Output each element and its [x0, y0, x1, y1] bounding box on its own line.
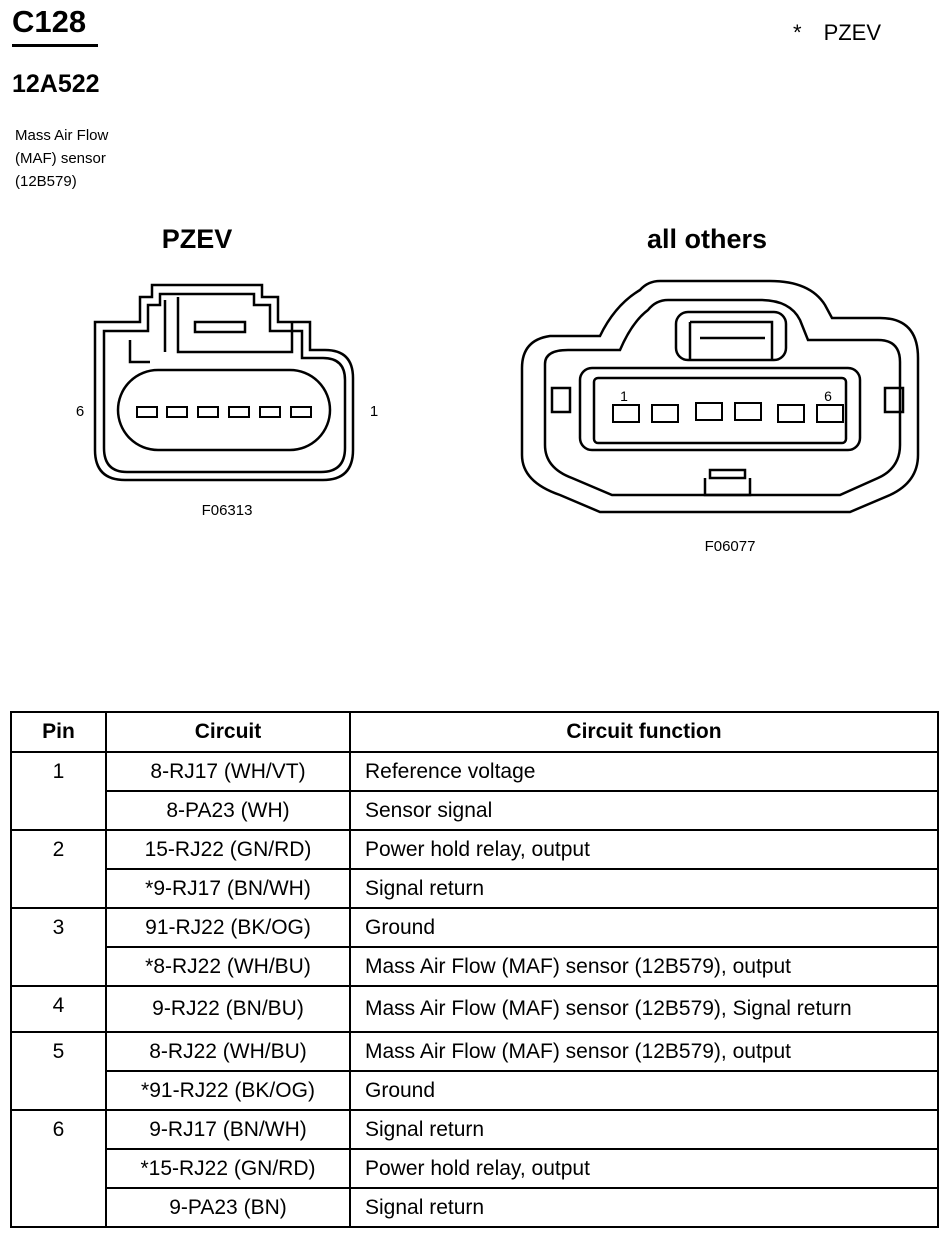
table-row: 9-PA23 (BN) Signal return — [11, 1187, 939, 1228]
circuit-function: Ground — [349, 1070, 939, 1111]
pzev-outer-housing — [93, 283, 355, 482]
description-line: Mass Air Flow — [15, 127, 109, 144]
description-line: (MAF) sensor — [15, 150, 106, 167]
pin-number: 4 — [10, 985, 107, 1033]
table-header-row: Pin Circuit Circuit function — [10, 711, 939, 753]
pin-slot — [651, 404, 679, 423]
connector-id: C128 — [12, 4, 87, 39]
pzev-pins — [136, 406, 312, 418]
table-row: *9-RJ17 (BN/WH) Signal return — [11, 868, 939, 909]
all-others-inner-housing — [543, 298, 902, 497]
circuit: 9-RJ17 (BN/WH) — [105, 1109, 351, 1150]
header-circuit: Circuit — [105, 711, 351, 753]
legend: * PZEV — [793, 20, 881, 46]
table-row: 1 8-RJ17 (WH/VT) Reference voltage — [10, 751, 939, 831]
circuit-function: Signal return — [349, 868, 939, 909]
all-others-title: all others — [647, 224, 767, 254]
circuit-function: Ground — [349, 907, 939, 948]
connector-diagrams: PZEV 6 1 F06313 all others — [76, 224, 920, 555]
pin-slot — [290, 406, 312, 418]
pzev-pin-cavity — [116, 368, 332, 452]
pin-slot — [777, 404, 805, 423]
circuit: 9-PA23 (BN) — [105, 1187, 351, 1228]
circuit-function: Power hold relay, output — [349, 829, 939, 870]
all-others-side-tab-left — [550, 386, 572, 414]
pin-slot — [259, 406, 281, 418]
all-others-side-tab-right — [883, 386, 905, 414]
table-row: 8-PA23 (WH) Sensor signal — [11, 790, 939, 831]
pin-number: 3 — [10, 907, 107, 987]
connector-id-underline — [12, 44, 98, 47]
circuit: 9-RJ22 (BN/BU) — [105, 985, 351, 1033]
pin-number: 1 — [10, 751, 107, 831]
pzev-pin-left-label: 6 — [76, 403, 84, 420]
legend-text: PZEV — [823, 20, 882, 45]
pin-slot — [734, 402, 762, 421]
circuit: 8-RJ22 (WH/BU) — [105, 1031, 351, 1072]
circuit: *9-RJ17 (BN/WH) — [105, 868, 351, 909]
pin-number: 2 — [10, 829, 107, 909]
all-others-latch — [674, 310, 788, 362]
circuit: 8-PA23 (WH) — [105, 790, 351, 831]
pin-number: 6 — [10, 1109, 107, 1228]
all-others-outer-housing — [520, 279, 920, 514]
circuit-function: Signal return — [349, 1109, 939, 1150]
table-row: *15-RJ22 (GN/RD) Power hold relay, outpu… — [11, 1148, 939, 1189]
pzev-figure-code: F06313 — [202, 502, 253, 519]
all-others-bottom-key — [703, 468, 752, 497]
pin-slot — [695, 402, 723, 421]
table-row: 4 9-RJ22 (BN/BU) Mass Air Flow (MAF) sen… — [10, 985, 939, 1033]
table-row: 3 91-RJ22 (BK/OG) Ground — [10, 907, 939, 987]
description-line: (12B579) — [15, 173, 77, 190]
header-pin: Pin — [10, 711, 107, 753]
pzev-inner-housing — [102, 292, 347, 474]
pin-slot — [197, 406, 219, 418]
pin-slot — [612, 404, 640, 423]
table-row: 5 8-RJ22 (WH/BU) Mass Air Flow (MAF) sen… — [10, 1031, 939, 1111]
circuit: *8-RJ22 (WH/BU) — [105, 946, 351, 987]
pzev-title: PZEV — [162, 224, 233, 254]
circuit-function: Sensor signal — [349, 790, 939, 831]
pzev-connector: PZEV 6 1 F06313 — [76, 224, 378, 519]
table-row: 6 9-RJ17 (BN/WH) Signal return — [10, 1109, 939, 1228]
circuit-function: Reference voltage — [349, 751, 939, 792]
pin-table: Pin Circuit Circuit function 1 8-RJ17 (W… — [10, 711, 939, 1228]
circuit: 91-RJ22 (BK/OG) — [105, 907, 351, 948]
pin-number: 5 — [10, 1031, 107, 1111]
pzev-pin-right-label: 1 — [370, 403, 378, 420]
table-row: *8-RJ22 (WH/BU) Mass Air Flow (MAF) sens… — [11, 946, 939, 987]
table-row: *91-RJ22 (BK/OG) Ground — [11, 1070, 939, 1111]
pin-slot — [136, 406, 158, 418]
part-number: 12A522 — [12, 70, 100, 98]
circuit-function: Mass Air Flow (MAF) sensor (12B579), out… — [349, 1031, 939, 1072]
all-others-latch-detail — [688, 320, 774, 360]
header-circuit-function: Circuit function — [349, 711, 939, 753]
all-others-pin-cavity-inner — [592, 376, 848, 445]
all-others-connector: all others 1 6 F06077 — [520, 224, 920, 555]
pin-slot — [166, 406, 188, 418]
circuit-function: Mass Air Flow (MAF) sensor (12B579), Sig… — [349, 985, 939, 1033]
circuit-function: Signal return — [349, 1187, 939, 1228]
circuit: *15-RJ22 (GN/RD) — [105, 1148, 351, 1189]
legend-symbol: * — [793, 20, 802, 45]
table-row: 2 15-RJ22 (GN/RD) Power hold relay, outp… — [10, 829, 939, 909]
circuit: 15-RJ22 (GN/RD) — [105, 829, 351, 870]
circuit-function: Power hold relay, output — [349, 1148, 939, 1189]
circuit: 8-RJ17 (WH/VT) — [105, 751, 351, 792]
all-others-pin-cavity-outer — [578, 366, 862, 452]
all-others-figure-code: F06077 — [705, 538, 756, 555]
pin-slot — [228, 406, 250, 418]
circuit: *91-RJ22 (BK/OG) — [105, 1070, 351, 1111]
pzev-latch — [176, 297, 294, 354]
circuit-function: Mass Air Flow (MAF) sensor (12B579), out… — [349, 946, 939, 987]
component-description: Mass Air Flow (MAF) sensor (12B579) — [15, 124, 108, 193]
all-others-pin-left-label: 1 — [620, 388, 628, 404]
pzev-latch-detail — [128, 300, 167, 364]
all-others-pins — [612, 402, 844, 423]
pin-slot — [816, 404, 844, 423]
all-others-pin-right-label: 6 — [824, 388, 832, 404]
